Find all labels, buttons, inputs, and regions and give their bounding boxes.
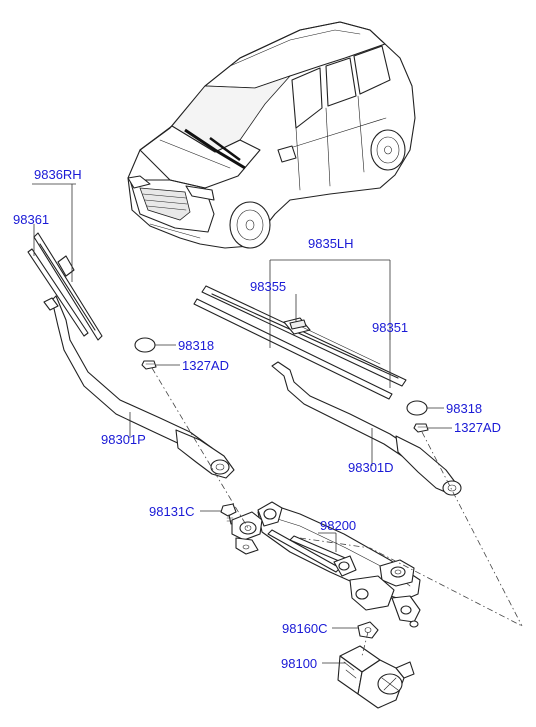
label-wiper-arm-passenger[interactable]: 98301P — [101, 432, 146, 447]
wiper-arm-passenger[interactable] — [43, 295, 235, 479]
nut-rh[interactable] — [141, 360, 157, 370]
wiper-blade-lh[interactable] — [201, 285, 407, 387]
wiper-blade-lh-refill[interactable] — [193, 298, 393, 400]
label-wiper-motor[interactable]: 98100 — [281, 656, 318, 671]
leader-lines — [32, 183, 452, 664]
wiper-blade-lh-insert[interactable] — [289, 319, 307, 330]
label-nut-rh[interactable]: 1327AD — [182, 358, 229, 373]
label-wiper-arm-driver[interactable]: 98301D — [348, 460, 394, 475]
vehicle-illustration — [127, 21, 416, 249]
label-wiper-blade-rh-refill[interactable]: 98361 — [13, 212, 50, 227]
wiper-blade-rh[interactable] — [33, 232, 103, 341]
wiper-motor[interactable] — [337, 645, 415, 709]
cap-lh[interactable] — [406, 400, 428, 416]
assembly-center-lines — [151, 367, 523, 657]
label-wiper-blade-lh-insert[interactable]: 98355 — [250, 279, 287, 294]
label-nut-lh[interactable]: 1327AD — [454, 420, 501, 435]
motor-nut[interactable] — [357, 621, 379, 639]
label-wiper-blade-lh-refill[interactable]: 98351 — [372, 320, 409, 335]
wiper-blade-rh-refill[interactable] — [27, 248, 89, 337]
nut-lh[interactable] — [413, 423, 429, 433]
label-cap-rh[interactable]: 98318 — [178, 338, 215, 353]
label-linkage-assembly[interactable]: 98200 — [320, 518, 357, 533]
label-motor-nut[interactable]: 98160C — [282, 621, 328, 636]
label-wiper-blade-rh-assy[interactable]: 9836RH — [34, 167, 82, 182]
label-cap-lh[interactable]: 98318 — [446, 401, 483, 416]
linkage-assembly[interactable] — [231, 501, 421, 628]
label-wiper-blade-lh-assy[interactable]: 9835LH — [308, 236, 354, 251]
cap-rh[interactable] — [134, 337, 156, 353]
wiper-arm-driver[interactable] — [271, 361, 462, 496]
label-bolt[interactable]: 98131C — [149, 504, 195, 519]
